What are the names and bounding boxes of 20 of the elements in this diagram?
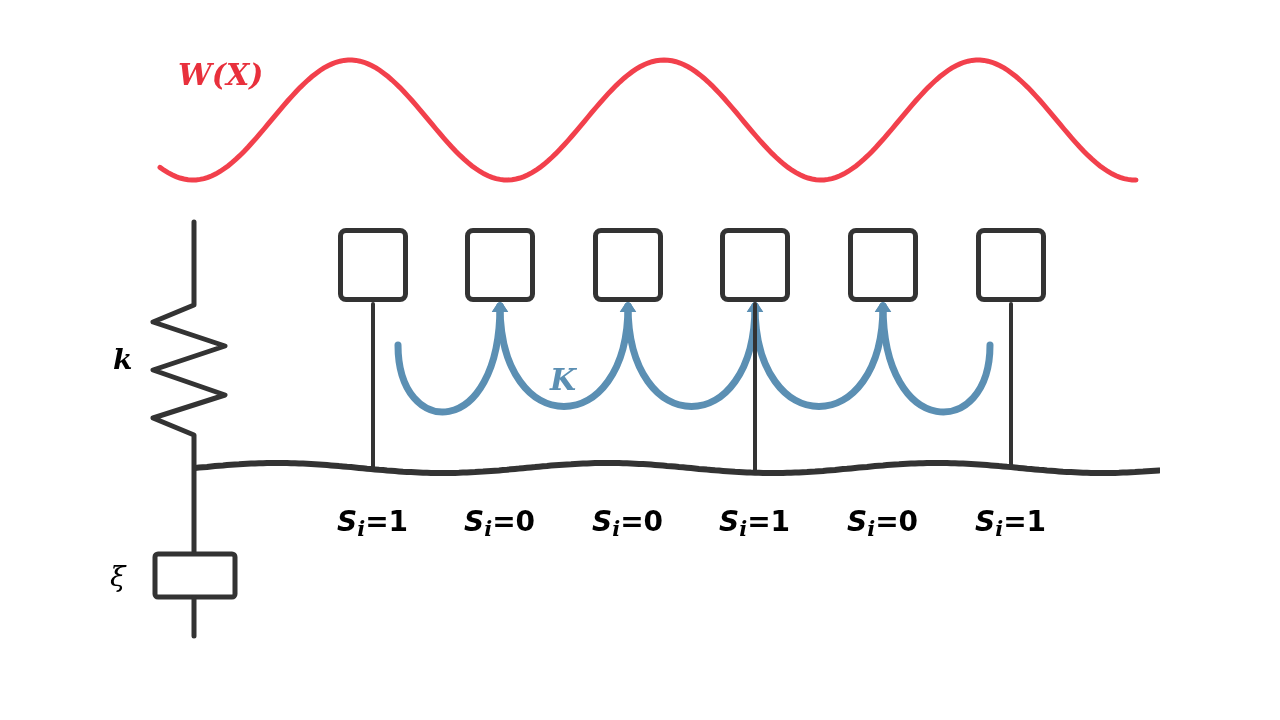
square-box — [848, 228, 918, 302]
square-box — [338, 228, 408, 302]
square-box — [465, 228, 535, 302]
square-box — [976, 228, 1046, 302]
spring-label: k — [113, 346, 133, 374]
state-label: S$_{i}$=0 — [464, 508, 536, 536]
connector-line — [371, 302, 375, 469]
state-label: S$_{i}$=1 — [975, 508, 1047, 536]
damper-label: ξ — [110, 563, 126, 591]
wave-label: W(X) — [178, 60, 264, 90]
state-label: S$_{i}$=0 — [847, 508, 919, 536]
state-label: S$_{i}$=1 — [719, 508, 791, 536]
connector-line — [1009, 302, 1013, 467]
square-box — [720, 228, 790, 302]
wavy-beam — [195, 458, 1160, 478]
square-box — [593, 228, 663, 302]
edge-label: K — [550, 365, 577, 395]
state-label: S$_{i}$=0 — [592, 508, 664, 536]
state-label: S$_{i}$=1 — [337, 508, 409, 536]
connector-line — [753, 302, 757, 472]
